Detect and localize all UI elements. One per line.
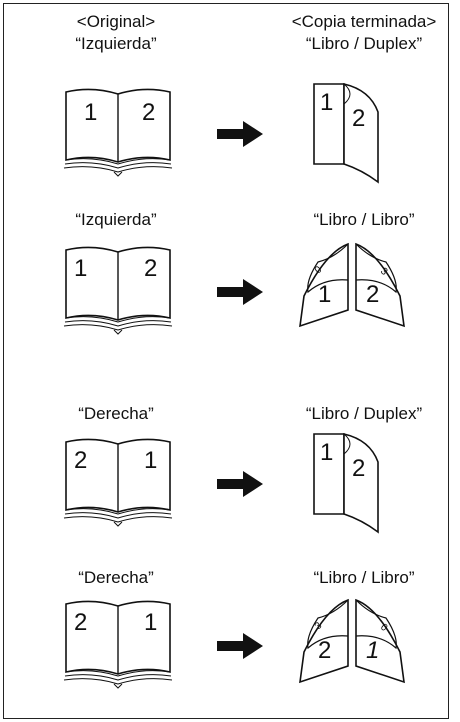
row2-booklet-pages-icon: 0 3 1 2 — [299, 242, 405, 328]
row1-book-left-page: 1 — [84, 99, 97, 126]
row3-result-back-page: 2 — [352, 455, 365, 482]
figure-frame — [3, 3, 449, 719]
row4-open-book-icon: 2 1 — [63, 600, 173, 689]
finished-copy-heading: <Copia terminada> — [291, 12, 437, 31]
row2-booklet-small-right: 3 — [378, 266, 390, 278]
row3-book-right-page: 1 — [144, 447, 157, 474]
row1-open-book-icon: 1 2 — [63, 88, 173, 177]
row2-booklet-right-page: 2 — [366, 281, 379, 308]
row4-original-label: “Derecha” — [78, 568, 154, 587]
row3-original-label: “Derecha” — [78, 404, 154, 423]
row1-original-label: “Izquierda” — [75, 34, 157, 53]
row3-finished-label: “Libro / Duplex” — [305, 404, 423, 423]
row1-book-right-page: 2 — [142, 99, 155, 126]
row4-book-right-page: 1 — [144, 609, 157, 636]
row4-booklet-small-left: 3 — [313, 620, 325, 632]
row2-book-right-page: 2 — [144, 255, 157, 282]
row3-right-arrow-icon — [217, 471, 263, 497]
row2-finished-label: “Libro / Libro” — [313, 210, 415, 229]
row2-booklet-small-left: 0 — [313, 264, 325, 276]
row2-open-book-icon: 1 2 — [63, 246, 173, 335]
row2-original-label: “Izquierda” — [75, 210, 157, 229]
row2-right-arrow-icon — [217, 279, 263, 305]
row1-result-back-page: 2 — [352, 105, 365, 132]
row4-booklet-left-page: 2 — [318, 637, 331, 664]
row3-open-book-icon: 2 1 — [63, 438, 173, 527]
row3-duplex-folded-sheet-icon: 1 2 — [313, 432, 379, 534]
row2-book-left-page: 1 — [74, 255, 87, 282]
row2-booklet-left-page: 1 — [318, 281, 331, 308]
row3-result-front-page: 1 — [320, 439, 333, 466]
row4-finished-label: “Libro / Libro” — [313, 568, 415, 587]
row4-booklet-pages-icon: 3 0 2 1 — [299, 598, 405, 684]
original-heading: <Original> — [76, 12, 156, 31]
row1-finished-label: “Libro / Duplex” — [305, 34, 423, 53]
row1-duplex-folded-sheet-icon: 1 2 — [313, 82, 379, 184]
row4-book-left-page: 2 — [74, 609, 87, 636]
row3-book-left-page: 2 — [74, 447, 87, 474]
row4-booklet-right-page: 1 — [366, 637, 379, 664]
row1-result-front-page: 1 — [320, 89, 333, 116]
row4-right-arrow-icon — [217, 633, 263, 659]
row1-right-arrow-icon — [217, 121, 263, 147]
row4-booklet-small-right: 0 — [378, 622, 390, 634]
